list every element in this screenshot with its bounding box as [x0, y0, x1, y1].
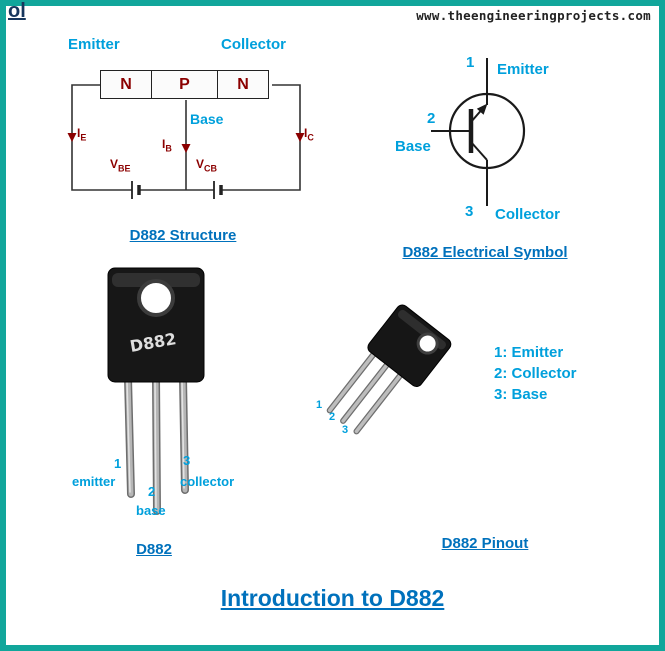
pinout-pin2-number: 2 [329, 411, 336, 423]
photo-pin3-label: collector [180, 474, 235, 489]
photo-legs [124, 374, 189, 515]
pinout-pin3-number: 3 [342, 424, 349, 436]
mounting-hole [137, 279, 175, 317]
photo-pin3-number: 3 [183, 453, 191, 468]
structure-circuit-drawing [67, 84, 305, 199]
transistor-photo-drawing: D882 [107, 267, 205, 515]
pinout-legend-emitter: 1: Emitter [494, 344, 564, 361]
voltage-vbe-subscript: BE [118, 163, 131, 174]
symbol-pin3-label: Collector [495, 206, 561, 223]
region-n-collector: N [217, 70, 269, 99]
symbol-title: D882 Electrical Symbol [402, 244, 568, 261]
current-ie-symbol: I [77, 126, 81, 140]
current-ib-symbol: I [162, 137, 166, 151]
photo-pin2-label: base [136, 503, 166, 518]
photo-pin2-number: 2 [148, 484, 156, 499]
symbol-pin2-label: Base [395, 138, 431, 155]
structure-collector-label: Collector [221, 36, 287, 53]
structure-base-label: Base [190, 111, 224, 127]
pinout-legend-base: 3: Base [494, 386, 548, 403]
photo-pin1-label: emitter [72, 474, 116, 489]
region-n-emitter: N [100, 70, 152, 99]
symbol-pin3-number: 3 [465, 203, 474, 220]
symbol-pin1-label: Emitter [497, 61, 549, 78]
pinout-title: D882 Pinout [441, 535, 529, 552]
structure-title: D882 Structure [129, 227, 237, 244]
region-p-base: P [150, 70, 219, 99]
current-ib-subscript: B [165, 143, 172, 154]
symbol-pin2-number: 2 [427, 110, 436, 127]
current-label-ib: IB [162, 137, 172, 153]
current-ic-symbol: I [304, 126, 308, 140]
current-ic-subscript: C [307, 132, 314, 143]
photo-pin1-number: 1 [114, 456, 122, 471]
site-url-watermark: www.theengineeringprojects.com [416, 8, 651, 23]
current-label-ic: IC [304, 126, 314, 142]
pinout-legend: 1: Emitter 2: Collector 3: Base [494, 344, 577, 407]
page-title: Introduction to D882 [220, 585, 445, 611]
pinout-photo-drawing [326, 304, 452, 435]
voltage-vcb-symbol: V [196, 157, 205, 171]
npn-region-boxes: N P N [100, 70, 269, 99]
photo-title: D882 [136, 541, 172, 558]
corner-link-fragment: ol [8, 0, 26, 22]
emitter-arrowhead [476, 103, 488, 115]
voltage-label-vbe: VBE [110, 157, 131, 173]
voltage-vcb-subscript: CB [204, 163, 218, 174]
symbol-pin1-number: 1 [466, 54, 475, 71]
current-ie-subscript: E [80, 132, 87, 143]
current-label-ie: IE [77, 126, 86, 142]
voltage-label-vcb: VCB [196, 157, 217, 173]
structure-emitter-label: Emitter [68, 36, 120, 53]
pinout-legend-collector: 2: Collector [494, 365, 577, 382]
current-arrowheads [67, 133, 305, 153]
battery-symbols [131, 181, 223, 199]
pinout-pin1-number: 1 [316, 399, 323, 411]
mounting-hole-small [416, 332, 439, 355]
pinout-legs [326, 349, 406, 435]
electrical-symbol-drawing [431, 58, 526, 206]
voltage-vbe-symbol: V [110, 157, 119, 171]
